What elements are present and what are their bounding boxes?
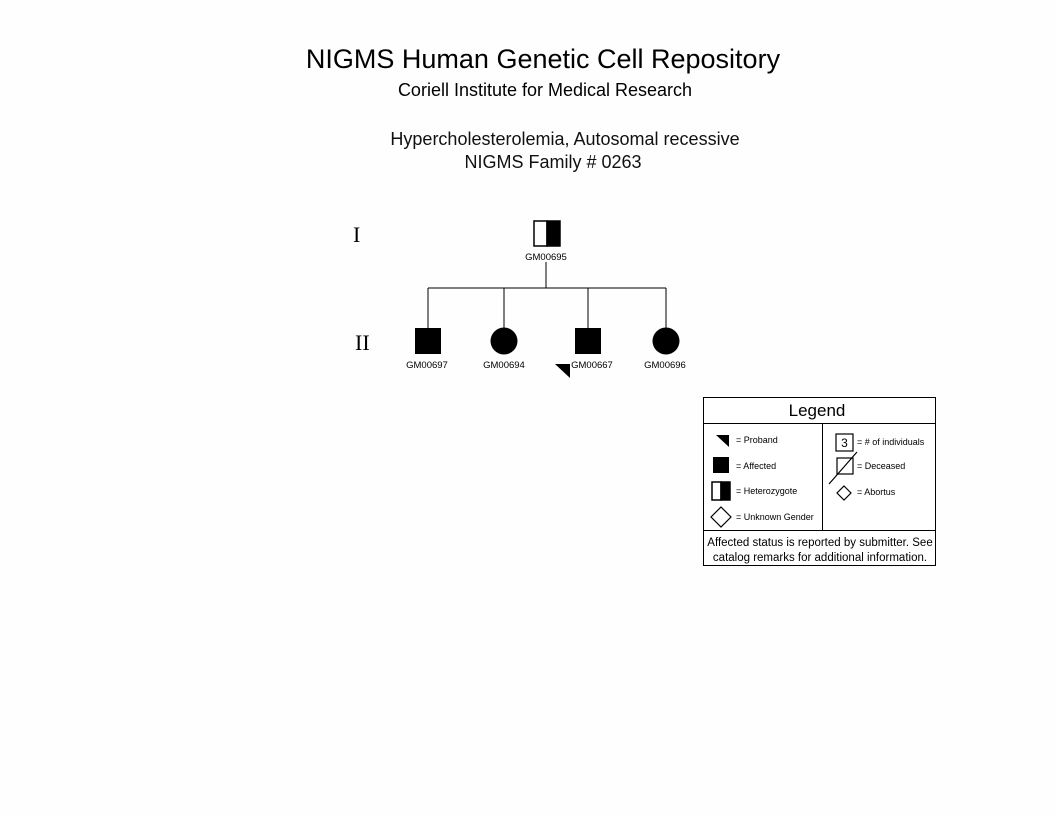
individuals-count-icon [835,433,854,452]
legend-title: Legend [789,401,846,420]
abortus-icon [836,485,852,501]
disease-name: Hypercholesterolemia, Autosomal recessiv… [390,129,740,149]
legend: Legend = Proband = Affected = Heterozygo… [703,397,936,566]
legend-abortus-label: = Abortus [857,487,896,497]
legend-heterozygote-label: = Heterozygote [736,486,797,496]
proband-icon [716,435,729,447]
individual-label: GM00695 [525,252,567,263]
individual-label: GM00696 [644,360,686,371]
individual-gm00696: GM00696 [644,327,686,371]
page-subtitle: Coriell Institute for Medical Research [397,80,693,100]
generation-label-2: II [355,330,370,355]
legend-proband-label: = Proband [736,435,778,445]
generation-label-1: I [353,222,360,247]
legend-affected-label: = Affected [736,461,776,471]
legend-individuals-label: = # of individuals [857,437,925,447]
individual-label: GM00694 [483,360,525,371]
page-title: NIGMS Human Genetic Cell Repository [305,44,781,74]
pedigree-lines [427,262,667,328]
individual-label: GM00697 [406,360,448,371]
individual-gm00695: GM00695 [525,220,567,263]
individual-gm00694: GM00694 [483,327,525,371]
legend-deceased-label: = Deceased [857,461,905,471]
individual-gm00697: GM00697 [406,328,448,371]
legend-note-line1: Affected status is reported by submitter… [707,537,932,549]
heterozygote-icon [711,481,731,501]
legend-note-line2: catalog remarks for additional informati… [713,552,927,564]
family-number: NIGMS Family # 0263 [464,152,642,172]
individual-label: GM00667 [571,360,613,371]
unknown-gender-icon [710,506,732,528]
deceased-icon [828,451,858,485]
affected-icon [713,457,729,473]
legend-unknown-gender-label: = Unknown Gender [736,512,814,522]
legend-individuals-number: 3 [841,436,848,450]
proband-arrow-icon [555,364,570,378]
individual-gm00667: GM00667 [555,328,613,378]
